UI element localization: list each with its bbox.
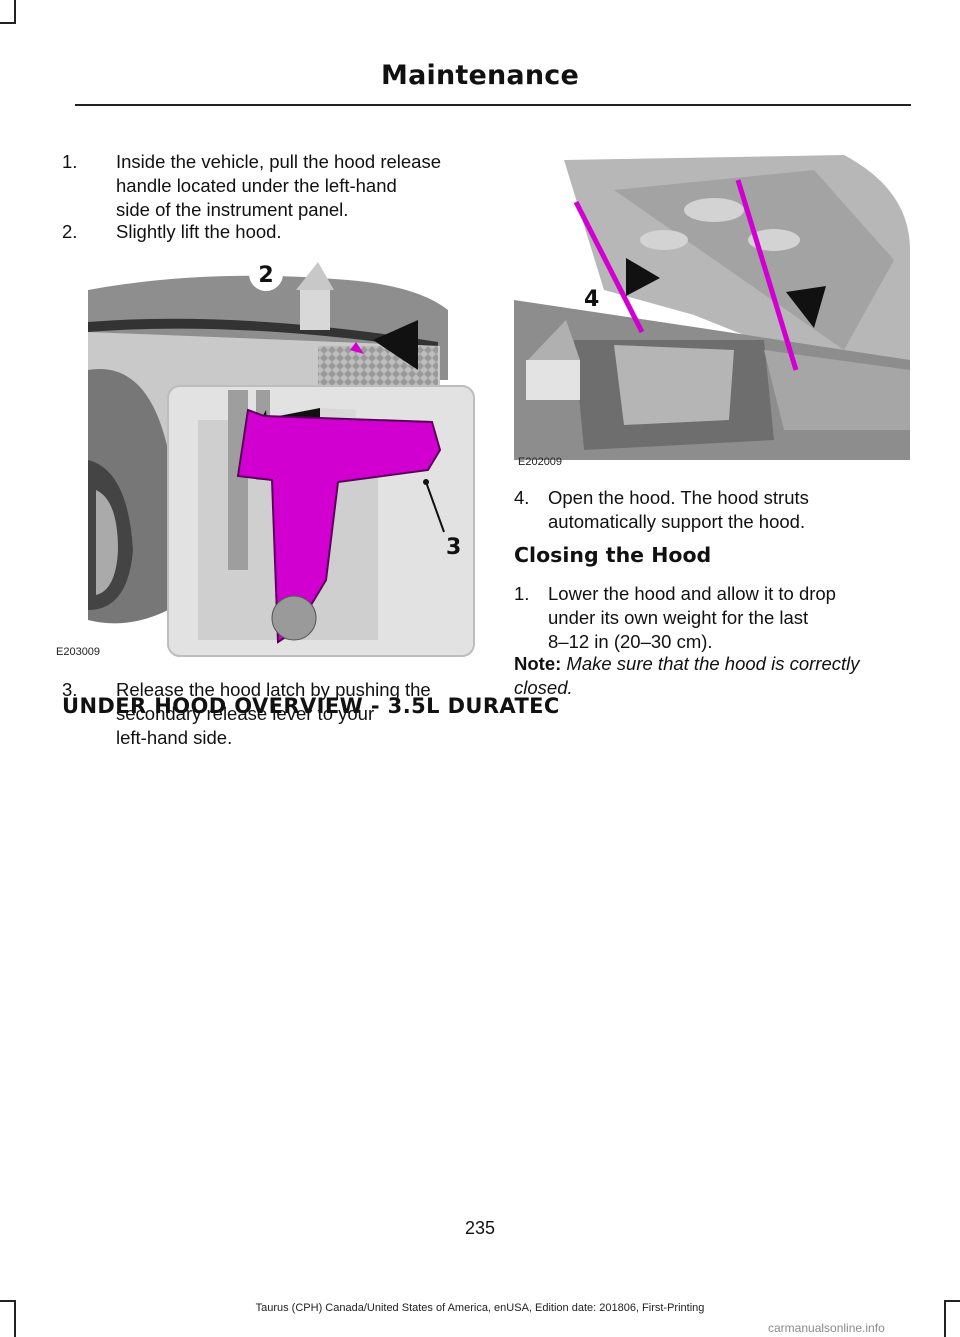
hood-release-illustration: 2 3	[88, 250, 480, 668]
page-title: Maintenance	[381, 60, 579, 91]
page-number: 235	[464, 1218, 496, 1238]
crop-mark	[14, 0, 16, 22]
hood-struts-figure: 4	[514, 150, 910, 460]
step-3: 3. Release the hood latch by pushing the…	[62, 678, 482, 750]
header-divider	[75, 104, 911, 106]
closing-step-1: 1. Lower the hood and allow it to drop u…	[514, 582, 934, 654]
step-number: 3.	[62, 679, 78, 700]
step-text: Slightly lift the hood.	[116, 220, 282, 244]
step-line: under its own weight for the last	[548, 607, 809, 628]
step-number: 4.	[514, 487, 530, 508]
note-line: closed.	[514, 677, 573, 698]
step-line: side of the instrument panel.	[116, 199, 349, 220]
step-text: Lower the hood and allow it to drop unde…	[548, 582, 836, 654]
step-number: 1.	[62, 151, 78, 172]
step-1: 1. Inside the vehicle, pull the hood rel…	[62, 150, 482, 222]
crop-mark	[0, 1300, 16, 1302]
step-4: 4. Open the hood. The hood struts automa…	[514, 486, 934, 534]
step-line: 8–12 in (20–30 cm).	[548, 631, 713, 652]
step-text: Release the hood latch by pushing the se…	[116, 678, 431, 750]
strut-left	[573, 200, 645, 334]
section-heading: Closing the Hood	[514, 543, 712, 567]
hood-struts-illustration: 4	[514, 150, 910, 460]
step-line: secondary release lever to your	[116, 703, 375, 724]
step-line: handle located under the left-hand	[116, 175, 397, 196]
step-line: Inside the vehicle, pull the hood releas…	[116, 151, 441, 172]
step-2: 2. Slightly lift the hood.	[62, 220, 482, 244]
step-text: Inside the vehicle, pull the hood releas…	[116, 150, 441, 222]
figure-code-right: E202009	[518, 456, 563, 468]
step-text: Open the hood. The hood struts automatic…	[548, 486, 809, 534]
step-line: Release the hood latch by pushing the	[116, 679, 431, 700]
hood-release-figure: 2 3	[88, 250, 480, 668]
step-line: Slightly lift the hood.	[116, 221, 282, 242]
step-line: left-hand side.	[116, 727, 233, 748]
crop-mark	[14, 1300, 16, 1337]
note-line: Make sure that the hood is correctly	[566, 653, 860, 674]
chapter-heading: UNDER HOOD OVERVIEW - 3.5L DURATEC	[62, 694, 560, 718]
crop-mark	[944, 1300, 960, 1302]
crop-mark	[944, 1300, 946, 1337]
step-line: Lower the hood and allow it to drop	[548, 583, 836, 604]
watermark: carmanualsonline.info	[768, 1321, 885, 1335]
strut-right	[735, 179, 799, 371]
step-number: 2.	[62, 221, 78, 242]
step-line: Open the hood. The hood struts	[548, 487, 809, 508]
crop-mark	[0, 22, 16, 24]
figure-code-left: E203009	[56, 646, 101, 658]
footer-text: Taurus (CPH) Canada/United States of Ame…	[255, 1302, 705, 1314]
callout-4: 4	[584, 287, 599, 312]
callout-3: 3	[446, 535, 461, 560]
note: Note: Make sure that the hood is correct…	[514, 652, 914, 700]
note-label: Note:	[514, 653, 562, 674]
step-line: automatically support the hood.	[548, 511, 806, 532]
callout-2: 2	[258, 263, 273, 288]
step-number: 1.	[514, 583, 530, 604]
